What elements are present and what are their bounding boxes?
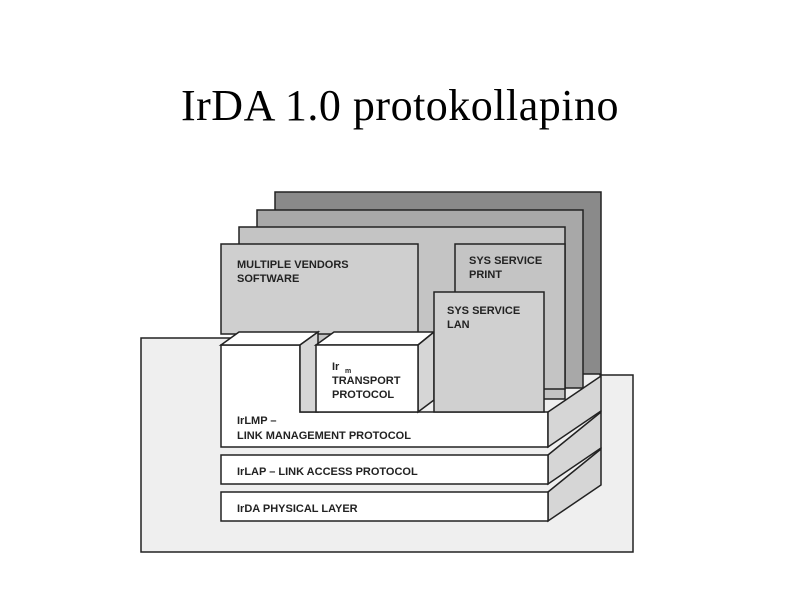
transport-label-subscript: m — [345, 368, 351, 375]
irlmp-layer-side — [547, 374, 602, 449]
lan-label-line2: LAN — [447, 319, 470, 331]
transport-label-line3: PROTOCOL — [332, 389, 394, 401]
irlap-layer-face — [220, 454, 549, 485]
physical-label: IrDA PHYSICAL LAYER — [237, 503, 358, 515]
transport-box-face — [315, 344, 419, 413]
transport-box-top — [313, 331, 437, 346]
irlmp-label-line2: LINK MANAGEMENT PROTOCOL — [237, 430, 411, 442]
print-label-line2: PRINT — [469, 269, 502, 281]
physical-layer-face — [220, 491, 549, 522]
irlap-label: IrLAP – LINK ACCESS PROTOCOL — [237, 466, 418, 478]
lan-label-line1: SYS SERVICE — [447, 305, 520, 317]
transport-box-side — [417, 330, 435, 414]
vendors-software-box — [220, 243, 419, 335]
irlmp-label-line1: IrLMP – — [237, 415, 277, 427]
transport-label-ir: Ir — [332, 361, 340, 373]
sys-service-lan-box — [433, 291, 545, 413]
print-label-line1: SYS SERVICE — [469, 255, 542, 267]
transport-label-line2: TRANSPORT — [332, 375, 401, 387]
vendors-label-line1: MULTIPLE VENDORS — [237, 259, 349, 271]
slide-title: IrDA 1.0 protokollapino — [180, 81, 619, 130]
vendors-label-line2: SOFTWARE — [237, 273, 299, 285]
